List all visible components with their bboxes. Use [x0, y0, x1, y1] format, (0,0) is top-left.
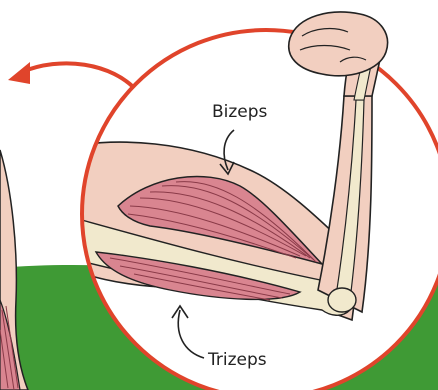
triceps-label: Trizeps: [208, 352, 267, 369]
elbow-joint: [328, 288, 356, 312]
curved-arrow-left-icon: [8, 62, 138, 92]
biceps-label: Bizeps: [212, 104, 267, 121]
fist: [289, 12, 388, 76]
